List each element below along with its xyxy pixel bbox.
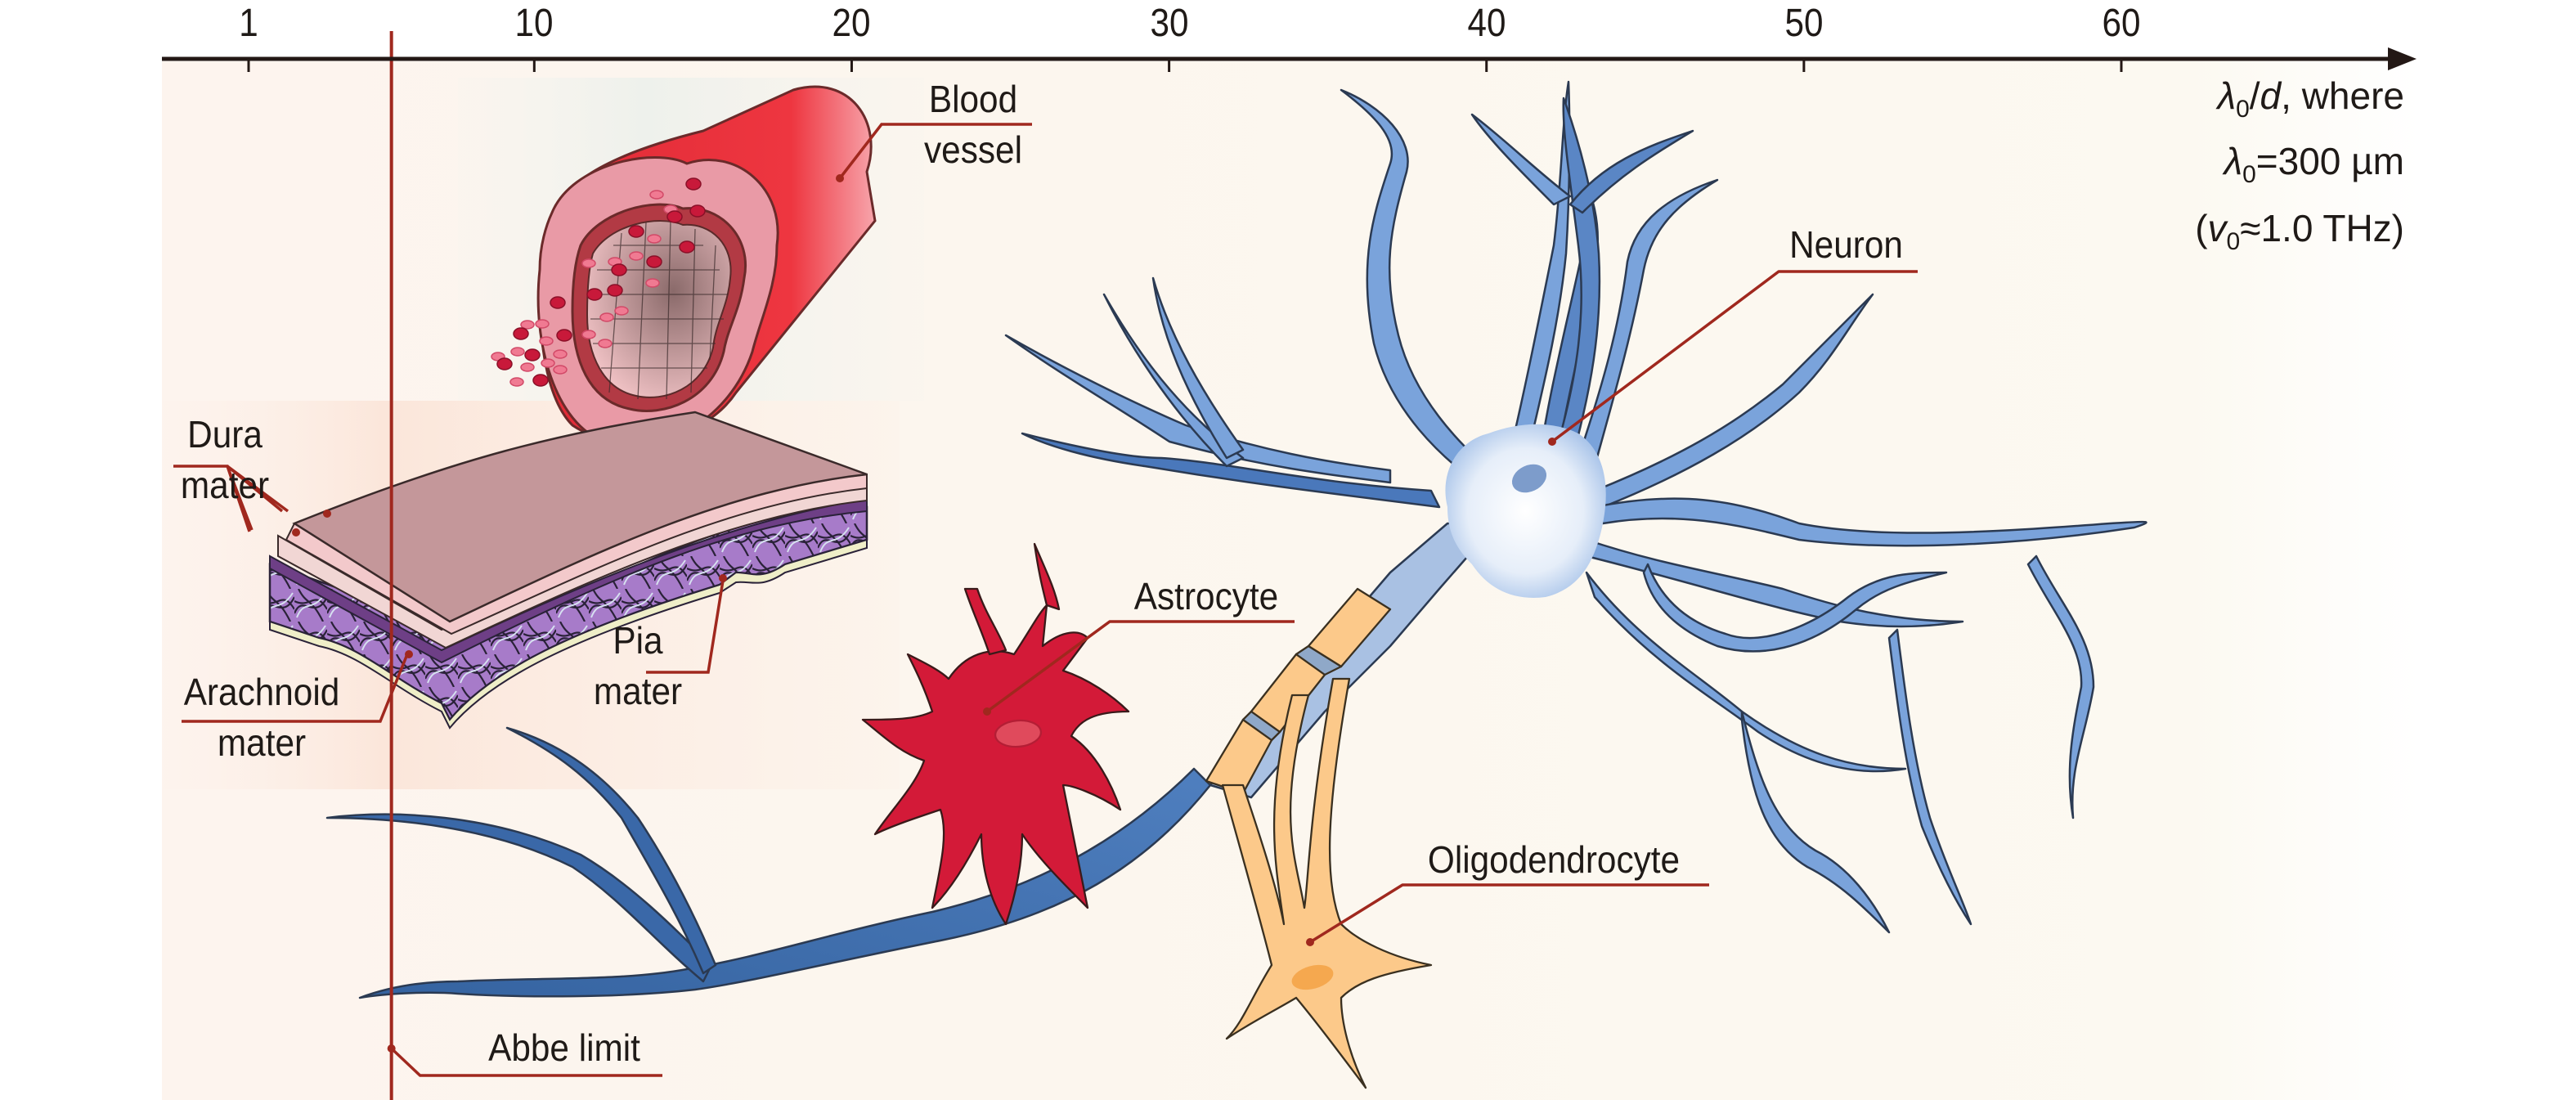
red-blood-cell — [685, 177, 702, 191]
label-astrocyte: Astrocyte — [1133, 575, 1279, 617]
neuron-axon-branch — [325, 813, 713, 983]
red-blood-cell — [646, 255, 662, 268]
astrocyte-process-2 — [1033, 542, 1061, 611]
x-axis-tick-label: 50 — [1784, 2, 1824, 45]
dura-leader-line — [173, 465, 289, 532]
label-oligodendrocyte: Oligodendrocyte — [1427, 838, 1681, 881]
astrocyte-body — [861, 604, 1130, 926]
neuron-soma — [1445, 424, 1606, 598]
red-blood-cell — [556, 329, 572, 342]
x-axis-tick-label: 1 — [239, 2, 258, 45]
red-blood-cell — [666, 210, 683, 223]
vessel-leader-line — [838, 123, 1032, 180]
red-blood-cell — [520, 320, 535, 330]
axis-title-line-1: λ0/d, where — [2217, 74, 2404, 123]
neuron-axon-branch-2 — [505, 726, 717, 975]
oligodendrocyte-illustration — [1205, 587, 1709, 1089]
astrocyte-leader-line — [985, 620, 1295, 713]
oligodendrocyte-leader-dot — [1306, 938, 1314, 946]
red-blood-cells — [491, 177, 706, 387]
astrocyte-leader-dot — [983, 707, 991, 716]
red-blood-cell — [614, 306, 629, 316]
arachnoid-leader-dot — [405, 650, 413, 658]
red-blood-cell — [598, 339, 613, 348]
x-axis-tick-label: 40 — [1467, 2, 1506, 45]
dura-top-surface — [292, 411, 868, 623]
arachnoid-leader-line — [182, 653, 409, 723]
oligodendrocyte-nucleus — [1291, 964, 1334, 990]
red-blood-cell — [496, 357, 513, 370]
red-blood-cell — [553, 349, 568, 359]
red-blood-cell — [599, 312, 614, 322]
red-blood-cell — [550, 296, 566, 309]
abbe-leader-dot — [387, 1044, 396, 1053]
red-blood-cell — [532, 374, 549, 387]
red-blood-cell — [553, 365, 568, 375]
red-blood-cell — [611, 263, 627, 276]
axis-title-line-2: λ0=300 µm — [2224, 140, 2404, 188]
red-blood-cell — [645, 278, 660, 288]
red-blood-cell — [510, 347, 525, 357]
x-axis-arrowhead — [2388, 47, 2417, 70]
neuron-dendrites — [1004, 80, 2147, 934]
arachnoid-top-band — [269, 497, 868, 664]
red-blood-cell — [689, 204, 706, 218]
vessel-leader-dot — [836, 174, 844, 182]
x-axis-tick-label: 30 — [1150, 2, 1189, 45]
red-blood-cell — [679, 240, 695, 254]
red-blood-cell — [541, 358, 555, 368]
abbe-leader-line — [390, 1047, 662, 1077]
x-axis-tick-label: 60 — [2102, 2, 2141, 45]
red-blood-cell — [524, 348, 541, 361]
red-blood-cell — [647, 234, 662, 244]
label-neuron: Neuron — [1789, 223, 1903, 266]
axis-title-line-3: (v0≈1.0 THz) — [2195, 207, 2404, 255]
dura-leader-dot-2 — [323, 510, 331, 518]
neuron-leader-line — [1551, 270, 1918, 443]
neuron-axon-distal — [358, 767, 1212, 999]
x-axis-tick-label: 10 — [514, 2, 554, 45]
red-blood-cell — [628, 225, 644, 238]
astrocyte-process-1 — [963, 587, 1008, 656]
label-abbe-limit: Abbe limit — [488, 1026, 640, 1069]
red-blood-cell — [513, 327, 529, 340]
meninges-illustration — [173, 411, 868, 730]
blood-vessel-illustration — [491, 85, 1032, 447]
node-of-ranvier-2 — [1295, 644, 1343, 676]
red-blood-cell — [509, 377, 524, 387]
red-blood-cell — [581, 330, 596, 339]
astrocyte-illustration — [861, 542, 1295, 926]
red-blood-cell — [586, 288, 603, 301]
red-blood-cell — [607, 284, 623, 297]
red-blood-cell — [629, 251, 644, 261]
red-blood-cell — [581, 258, 596, 268]
x-axis-ticks — [247, 59, 2123, 72]
node-of-ranvier-1 — [1241, 710, 1281, 742]
red-blood-cell — [520, 362, 535, 372]
astrocyte-nucleus — [994, 719, 1043, 748]
red-blood-cell — [649, 190, 664, 200]
x-axis-tick-label: 20 — [832, 2, 871, 45]
oligodendrocyte-leader-line — [1309, 883, 1709, 944]
pia-leader-line — [646, 580, 725, 674]
pia-leader-dot — [719, 574, 727, 582]
red-blood-cell — [535, 319, 550, 329]
neuron-leader-dot — [1548, 438, 1556, 446]
dura-leader-dot-1 — [292, 528, 300, 537]
red-blood-cell — [539, 336, 554, 346]
neuron-nucleus — [1511, 464, 1547, 493]
pia-layer — [269, 538, 868, 730]
